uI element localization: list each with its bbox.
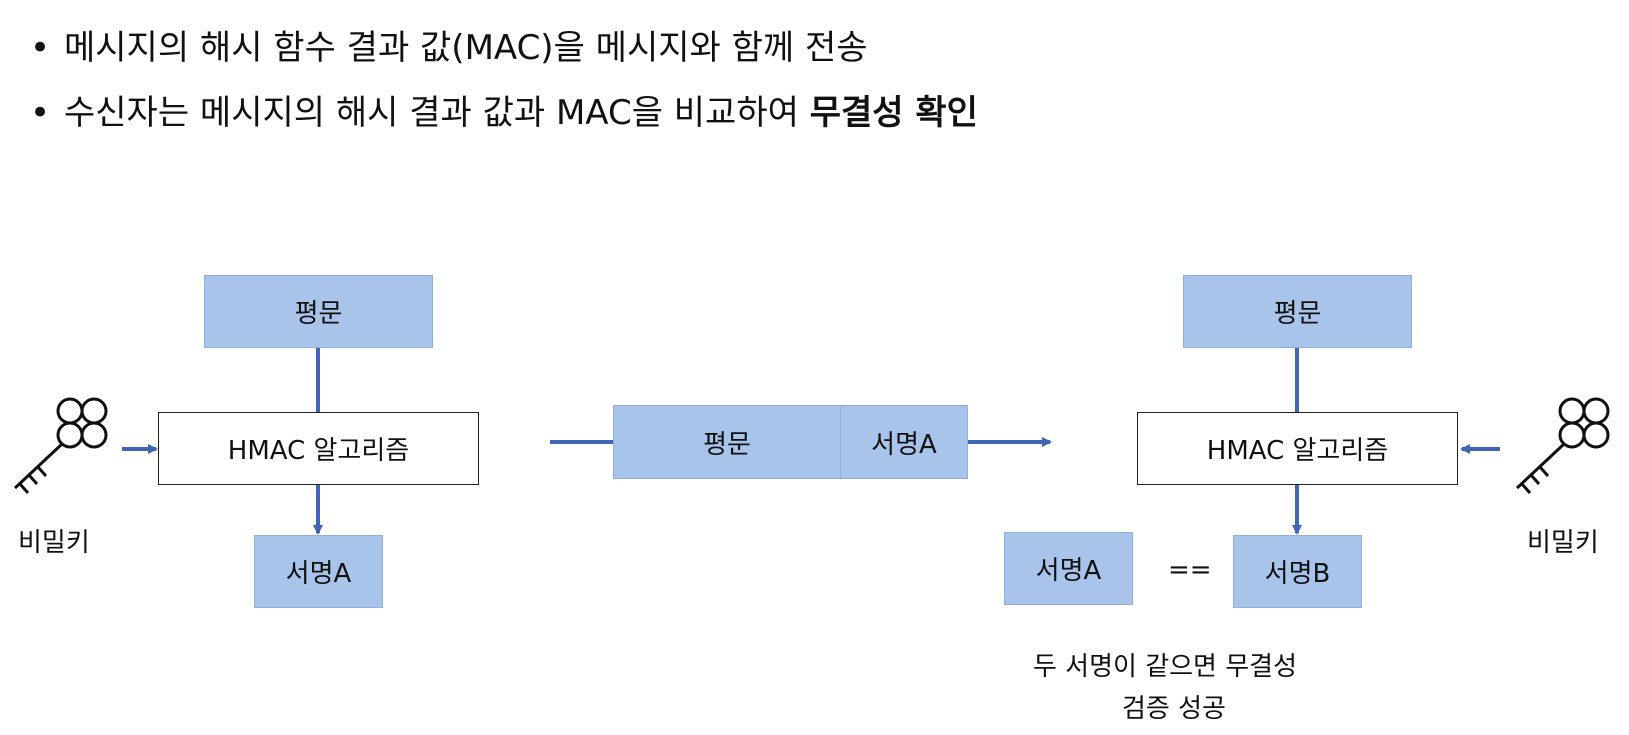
- bullet-point-2: • 수신자는 메시지의 해시 결과 값과 MAC을 비교하여 무결성 확인: [30, 93, 978, 133]
- receiver-plaintext-box: 평문: [1183, 275, 1412, 348]
- equals-operator: ==: [1168, 555, 1212, 585]
- bullet-point-1: • 메시지의 해시 함수 결과 값(MAC)을 메시지와 함께 전송: [30, 28, 868, 68]
- received-signature-box: 서명A: [1004, 532, 1133, 605]
- verification-note-line-1: 두 서명이 같으면 무결성: [1033, 652, 1297, 682]
- sender-signature-box: 서명A: [254, 535, 383, 608]
- transmitted-signature-box: 서명A: [840, 405, 968, 479]
- sender-hmac-algorithm-box: HMAC 알고리즘: [158, 412, 479, 485]
- key-icon: [1515, 397, 1610, 494]
- sender-plaintext-box: 평문: [204, 275, 433, 348]
- verification-note-line-2: 검증 성공: [1122, 694, 1226, 724]
- bullet-text: 메시지의 해시 함수 결과 값(MAC)을 메시지와 함께 전송: [64, 28, 868, 68]
- receiver-hmac-algorithm-box: HMAC 알고리즘: [1137, 412, 1458, 485]
- bullet-text: 수신자는 메시지의 해시 결과 값과 MAC을 비교하여: [64, 93, 810, 133]
- bullet-bold-text: 무결성 확인: [809, 93, 978, 133]
- receiver-key-label: 비밀키: [1527, 528, 1599, 558]
- computed-signature-box: 서명B: [1233, 535, 1362, 608]
- sender-key-label: 비밀키: [18, 528, 90, 558]
- key-icon: [13, 397, 108, 494]
- transmitted-plaintext-box: 평문: [613, 405, 841, 479]
- bullet-dot: •: [30, 93, 51, 133]
- bullet-dot: •: [30, 28, 51, 68]
